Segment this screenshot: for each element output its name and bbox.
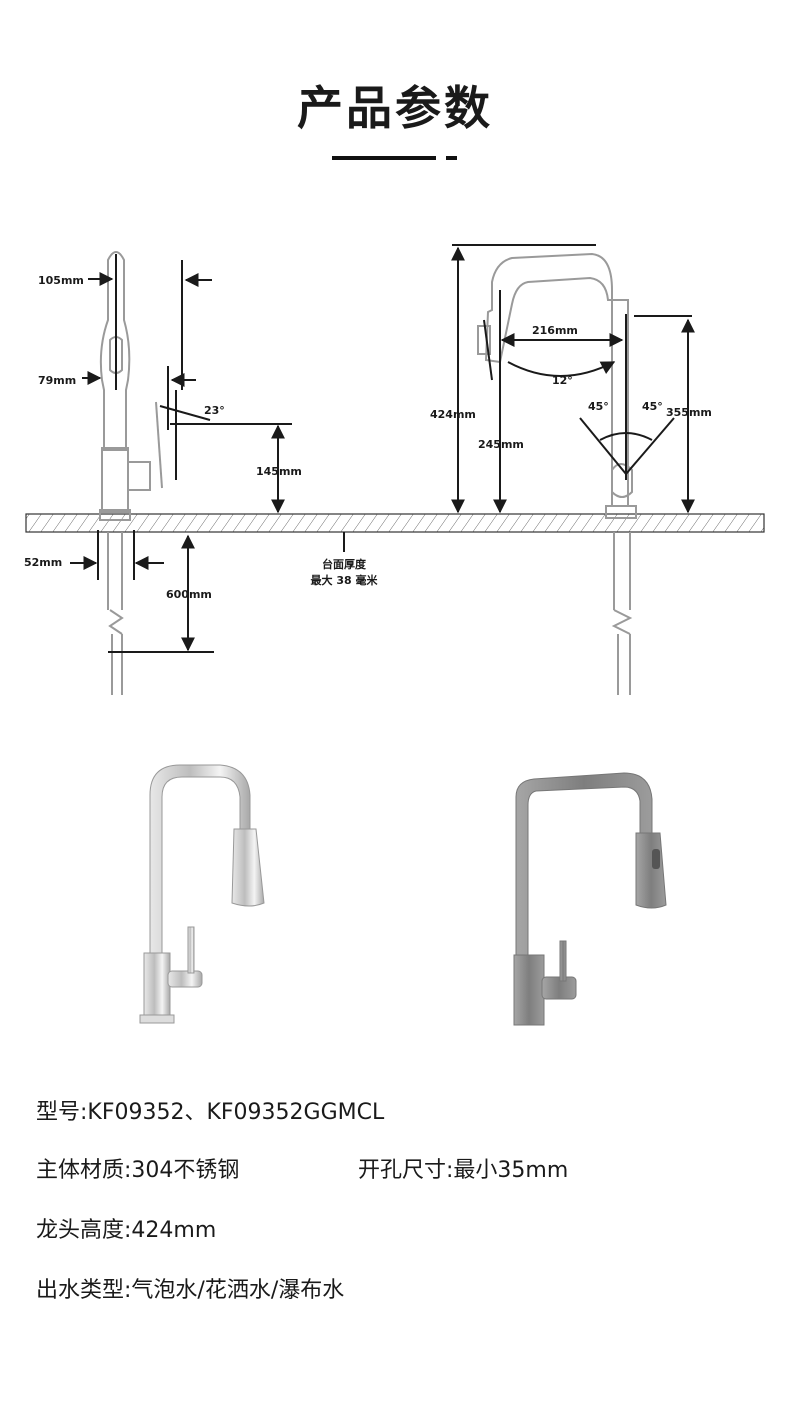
side-dimension-lines [70,254,345,653]
dim-counter-label: 台面厚度 [322,557,367,571]
brushed-faucet-photo [513,772,667,1026]
dim-swivel-right: 45° [642,400,663,413]
spec-material: 主体材质:304不锈钢 [36,1158,240,1183]
spec-outlet: 出水类型:气泡水/花洒水/瀑布水 [36,1278,345,1303]
dim-body-height: 355mm [666,406,712,419]
dim-spout-height: 245mm [478,438,524,451]
front-dimension-lines [451,244,695,514]
countertop [25,513,765,533]
page-title: 产品参数 [297,81,493,135]
dimension-diagram: 105mm 79mm 23° 145mm 52mm 600mm 台面厚度 最大 … [24,244,765,695]
product-images [139,764,667,1026]
faucet-front-view [477,252,637,695]
dim-total-height: 424mm [430,408,476,421]
chrome-faucet-photo [139,764,265,1024]
spec-hole-size: 开孔尺寸:最小35mm [358,1158,569,1183]
dim-spout-angle: 12° [552,374,573,387]
dim-reach: 216mm [532,324,578,337]
dim-handle-height: 145mm [256,465,302,478]
dim-swivel-left: 45° [588,400,609,413]
spec-height: 龙头高度:424mm [36,1218,217,1243]
dim-handle-width: 79mm [38,374,76,387]
dim-handle-angle: 23° [204,404,225,417]
dim-base-diameter: 52mm [24,556,62,569]
spec-model: 型号:KF09352、KF09352GGMCL [36,1100,385,1125]
dim-top-width: 105mm [38,274,84,287]
faucet-side-view [99,251,163,695]
dim-hose-length: 600mm [166,588,212,601]
title-underline-dot [446,156,457,160]
dim-counter-thickness: 最大 38 毫米 [311,573,379,587]
title-underline [332,156,436,160]
